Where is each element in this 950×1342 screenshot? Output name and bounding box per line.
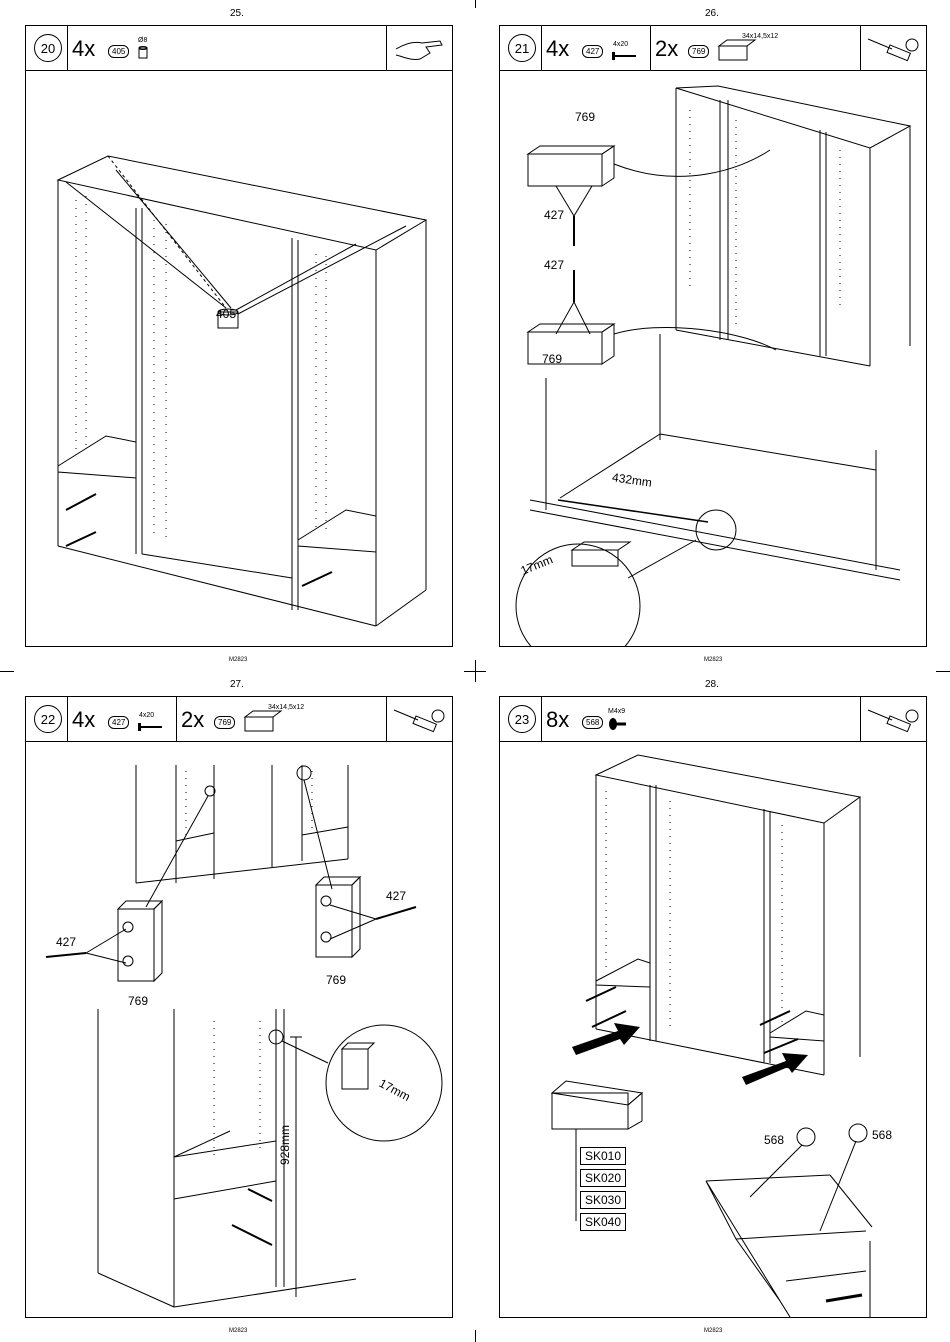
screw-icon [138,721,164,733]
part-label: 427 [386,889,406,903]
part-label: 769 [575,110,595,124]
dimension-label: 928mm [278,1125,292,1165]
part-spec: M4x9 [608,708,625,715]
step-header: 22 4x 427 4x20 2x 769 34x14,5x12 [26,697,452,742]
step-panel-23: 23 8x 568 M4x9 [499,696,927,1318]
divider [541,697,542,741]
part-number: 427 [582,45,603,58]
document-code: M2823 [704,1328,722,1334]
page-number: 25. [230,8,244,19]
document-code: M2823 [229,1328,247,1334]
drawer-insert-drawing [500,741,926,1317]
part-label: 568 [872,1128,892,1142]
divider [386,697,387,741]
divider [176,697,177,741]
divider [860,26,861,70]
crop-mark [475,1330,476,1342]
page-number: 26. [705,8,719,19]
drawer-code: SK030 [580,1191,626,1209]
step-header: 20 4x 405 Ø8 [26,26,452,71]
document-code: M2823 [704,657,722,663]
block-assembly-drawing [500,70,926,646]
part-label: 427 [544,258,564,272]
dowel-icon [136,46,150,60]
wardrobe-drawing [26,70,452,646]
drawer-code: SK040 [580,1213,626,1231]
part-number: 568 [582,716,603,729]
divider [650,26,651,70]
part-quantity: 8x [546,707,569,733]
step-number: 21 [508,34,536,62]
part-label: 427 [56,935,76,949]
step-panel-21: 21 4x 427 4x20 2x 769 34x14,5x12 [499,25,927,647]
drawer-code: SK020 [580,1169,626,1187]
part-quantity: 2x [181,707,204,733]
step-number: 20 [34,34,62,62]
hand-icon [390,29,450,67]
screwdriver-icon [864,29,924,67]
divider [67,26,68,70]
block-icon [717,36,757,64]
part-number: 769 [688,45,709,58]
block-position-drawing [26,741,452,1317]
part-quantity: 4x [546,36,569,62]
part-spec: 4x20 [613,41,628,48]
screwdriver-icon [864,700,924,738]
part-number: 427 [108,716,129,729]
crop-mark [475,660,476,682]
part-label: 769 [128,994,148,1008]
document-code: M2823 [229,657,247,663]
part-label: 568 [764,1133,784,1147]
crop-mark [0,671,14,672]
divider [860,697,861,741]
bolt-icon [608,717,628,731]
part-spec: Ø8 [138,37,147,44]
divider [67,697,68,741]
step-header: 23 8x 568 M4x9 [500,697,926,742]
block-icon [243,707,283,735]
crop-mark [475,0,476,8]
part-label: 405 [216,307,236,321]
page-number: 28. [705,679,719,690]
screwdriver-icon [390,700,450,738]
screw-icon [612,50,638,62]
part-quantity: 2x [655,36,678,62]
step-header: 21 4x 427 4x20 2x 769 34x14,5x12 [500,26,926,71]
part-label: 769 [326,973,346,987]
part-label: 427 [544,208,564,222]
step-panel-20: 20 4x 405 Ø8 [25,25,453,647]
divider [386,26,387,70]
drawer-code: SK010 [580,1147,626,1165]
step-number: 22 [34,705,62,733]
part-number: 405 [108,45,129,58]
step-number: 23 [508,705,536,733]
part-quantity: 4x [72,707,95,733]
part-label: 769 [542,352,562,366]
part-spec: 4x20 [139,712,154,719]
page-number: 27. [230,679,244,690]
crop-mark [936,671,950,672]
part-quantity: 4x [72,36,95,62]
divider [541,26,542,70]
part-number: 769 [214,716,235,729]
step-panel-22: 22 4x 427 4x20 2x 769 34x14,5x12 [25,696,453,1318]
